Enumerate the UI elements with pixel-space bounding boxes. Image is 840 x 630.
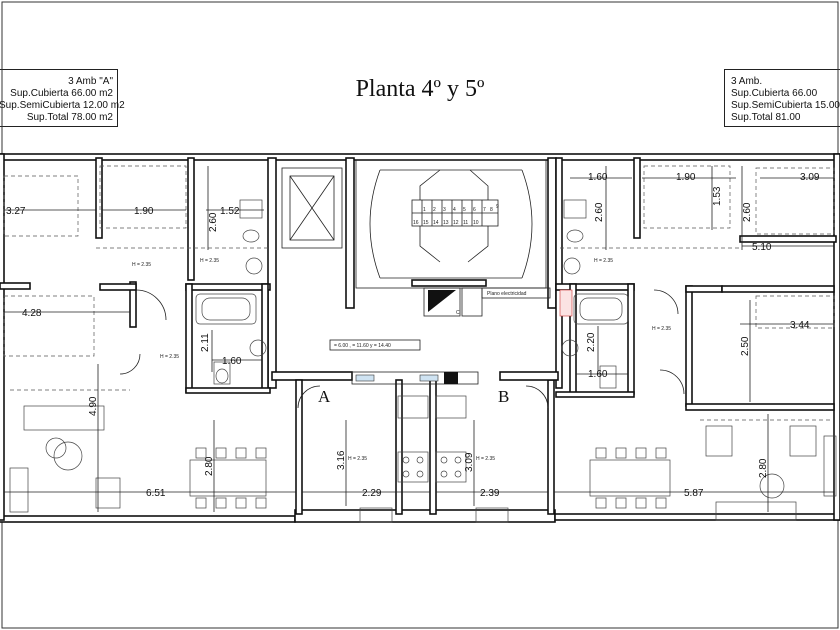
stair-num-3: 3 — [443, 207, 446, 213]
stairwell — [355, 159, 547, 289]
unit-b-semicovered-area: Sup.SemiCubierta 15.00 — [731, 100, 840, 111]
dim-327: 3.27 — [6, 206, 26, 217]
living-furniture-right — [705, 425, 837, 521]
dim-211: 2.11 — [200, 333, 211, 352]
bathroom-left-lower — [195, 293, 267, 385]
dim-587: 5.87 — [684, 488, 704, 499]
height-label-1: H = 2.35 — [132, 262, 151, 268]
stair-num-16: 16 — [413, 220, 419, 226]
kitchen-a — [359, 395, 429, 523]
unit-a-total-area: Sup.Total 78.00 m2 — [26, 112, 113, 123]
stair-num-2: 2 — [433, 207, 436, 213]
dim-190b: 1.90 — [676, 172, 696, 183]
dim-280b: 2.80 — [758, 458, 769, 478]
stair-num-15: 15 — [423, 220, 429, 226]
dim-160b: 1.60 — [222, 356, 242, 367]
dim-260a: 2.60 — [208, 212, 219, 232]
interior-walls — [0, 157, 837, 515]
shaft-marker — [444, 372, 458, 384]
height-label-3: H = 2.35 — [160, 354, 179, 360]
hall-window — [351, 371, 479, 385]
bathroom-left-upper — [239, 199, 263, 275]
stair-num-6: 6 — [473, 207, 476, 213]
dim-309b: 3.09 — [464, 452, 475, 472]
unit-a-covered-area: Sup.Cubierta 66.00 m2 — [10, 88, 113, 99]
stair-num-7: 7 — [483, 207, 486, 213]
unit-b-label: B — [498, 387, 509, 406]
dining-left — [189, 447, 267, 509]
dim-510: 5.10 — [752, 242, 772, 253]
dashed-lines — [3, 165, 835, 421]
dim-229: 2.29 — [362, 488, 382, 499]
unit-b-type: 3 Amb. — [731, 76, 763, 87]
electric-label: Plano electricidad — [487, 291, 527, 297]
unit-a-area-box: 3 Amb "A" Sup.Cubierta 66.00 m2 Sup.Semi… — [0, 69, 125, 127]
stair-num-8: 8 — [490, 207, 493, 213]
panel-letter: C — [456, 310, 460, 316]
height-label-2: H = 2.35 — [200, 258, 219, 264]
dim-152: 1.52 — [220, 206, 240, 217]
dim-428: 4.28 — [22, 308, 42, 319]
kitchen-b — [435, 395, 509, 523]
stair-num-10: 10 — [473, 220, 479, 226]
door-swings — [119, 289, 685, 409]
outer-walls — [0, 153, 840, 523]
dim-316: 3.16 — [336, 450, 347, 470]
unit-b-total-area: Sup.Total 81.00 — [731, 112, 801, 123]
dim-160c: 1.60 — [588, 369, 608, 380]
dim-220: 2.20 — [586, 332, 597, 352]
stair-num-13: 13 — [443, 220, 449, 226]
dining-right — [589, 447, 671, 509]
stair-num-1: 1 — [423, 207, 426, 213]
stair-num-11: 11 — [463, 220, 468, 226]
dim-160a: 1.60 — [588, 172, 608, 183]
dim-260c: 2.60 — [742, 202, 753, 222]
stair-num-14: 14 — [433, 220, 439, 226]
bathroom-right-lower — [561, 293, 629, 389]
electric-panel — [423, 287, 551, 317]
hall-note: = 6.00 , = 11.60 y = 14.40 — [334, 343, 391, 349]
page-title: Planta 4º y 5º — [355, 76, 485, 102]
dim-651: 6.51 — [146, 488, 166, 499]
unit-b-covered-area: Sup.Cubierta 66.00 — [731, 88, 818, 99]
hall-note-frame — [329, 339, 421, 351]
dim-190a: 1.90 — [134, 206, 154, 217]
dim-490: 4.90 — [88, 396, 99, 416]
height-label-4: H = 2.35 — [348, 456, 367, 462]
vent-marker — [559, 289, 573, 317]
dim-344: 3.44 — [790, 320, 810, 331]
dim-250: 2.50 — [740, 336, 751, 356]
living-furniture-left — [9, 405, 121, 513]
dimension-lines — [4, 166, 834, 512]
dim-239: 2.39 — [480, 488, 500, 499]
stair-num-5: 5 — [463, 207, 466, 213]
hall-glass-2 — [419, 374, 439, 382]
dim-153: 1.53 — [712, 186, 723, 206]
elevator — [281, 167, 343, 249]
stair-num-12: 12 — [453, 220, 459, 226]
height-label-5: H = 2.35 — [476, 456, 495, 462]
dim-280a: 2.80 — [204, 456, 215, 476]
bathroom-right-upper — [563, 199, 587, 275]
unit-a-type: 3 Amb "A" — [68, 76, 113, 87]
dim-260b: 2.60 — [594, 202, 605, 222]
stair-steps — [412, 200, 498, 226]
unit-a-semicovered-area: Sup.SemiCubierta 12.00 m2 — [0, 100, 125, 111]
stair-num-9: 9 — [496, 204, 499, 210]
hall-glass-1 — [355, 374, 375, 382]
unit-a-label: A — [318, 387, 331, 406]
stair-num-4: 4 — [453, 207, 456, 213]
height-label-6: H = 2.35 — [594, 258, 613, 264]
unit-b-area-box: 3 Amb. Sup.Cubierta 66.00 Sup.SemiCubier… — [724, 69, 840, 127]
height-label-7: H = 2.35 — [652, 326, 671, 332]
dim-309a: 3.09 — [800, 172, 820, 183]
